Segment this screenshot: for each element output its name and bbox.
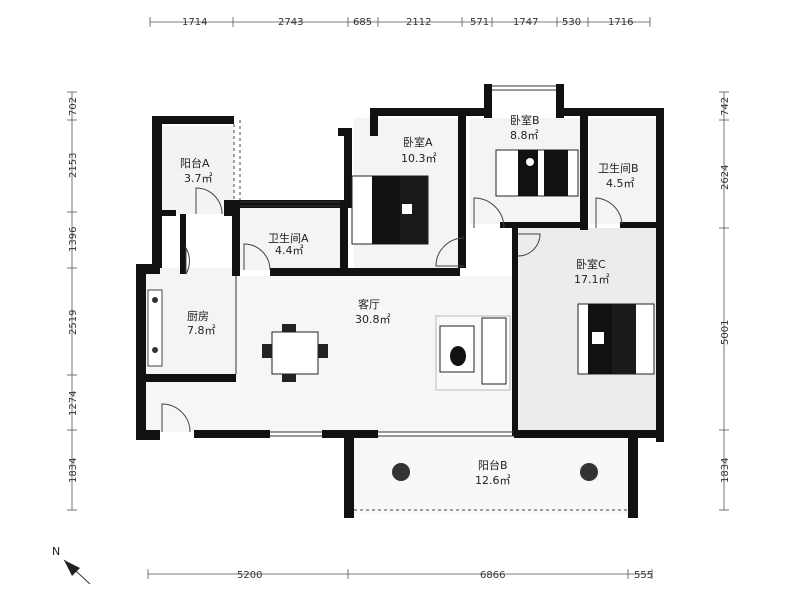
dim-left-4: 2519 [68,310,79,335]
dim-right-2: 2624 [720,165,731,190]
room-label-bath-a: 卫生间A 4.4㎡ [268,231,309,257]
svg-text:阳台B: 阳台B [478,458,508,472]
plant-icon [392,463,598,481]
dim-left-2: 2153 [68,153,79,178]
room-label-living: 客厅 30.8㎡ [355,297,391,326]
svg-text:卫生间B: 卫生间B [598,161,639,175]
svg-text:厨房: 厨房 [187,310,209,323]
svg-text:4.4㎡: 4.4㎡ [275,244,304,257]
svg-text:3.7㎡: 3.7㎡ [184,172,213,185]
svg-text:12.6㎡: 12.6㎡ [475,474,511,487]
room-label-bedroom-a: 卧室A 10.3㎡ [401,135,437,165]
top-dimension-line: 1714 2743 685 2112 571 1747 530 1716 [149,17,651,28]
svg-text:卧室A: 卧室A [403,135,433,149]
svg-text:卧室B: 卧室B [510,113,540,127]
dim-bottom-2: 6866 [480,570,505,581]
dim-bottom-1: 5200 [237,570,262,581]
bed-bedroom-b-icon [495,149,579,197]
room-label-balcony-a: 阳台A 3.7㎡ [180,156,213,185]
compass: N [52,545,91,585]
north-arrow-icon [63,559,91,585]
dim-top-3: 685 [353,17,372,28]
bottom-dimension-line: 5200 6866 555 [147,569,653,581]
dim-left-3: 1396 [68,227,79,252]
dining-table-icon [262,324,328,382]
dim-top-2: 2743 [278,17,303,28]
dim-bottom-3: 555 [634,570,653,581]
dim-top-6: 1747 [513,17,538,28]
svg-text:客厅: 客厅 [358,297,380,311]
room-label-bedroom-b: 卧室B 8.8㎡ [510,113,540,142]
dim-right-1: 742 [720,97,731,116]
left-dimension-line: 702 2153 1396 2519 1274 1834 [67,91,79,511]
walls [136,84,664,518]
dim-left-1: 702 [68,97,79,116]
bed-bedroom-a-icon [351,175,429,245]
svg-text:卫生间A: 卫生间A [268,231,309,245]
bed-bedroom-c-icon [577,303,655,375]
dim-top-7: 530 [562,17,581,28]
room-label-kitchen: 厨房 7.8㎡ [187,310,216,337]
compass-label: N [52,545,60,558]
dim-top-5: 571 [470,17,489,28]
doors [161,187,623,433]
dim-right-3: 5001 [720,320,731,345]
dim-right-4: 1834 [720,458,731,483]
svg-text:10.3㎡: 10.3㎡ [401,152,437,165]
room-label-bedroom-c: 卧室C 17.1㎡ [574,257,610,286]
dim-top-8: 1716 [608,17,633,28]
dim-left-5: 1274 [68,391,79,416]
stove-icon [147,289,163,367]
svg-text:阳台A: 阳台A [180,156,210,170]
svg-text:4.5㎡: 4.5㎡ [606,177,635,190]
svg-text:17.1㎡: 17.1㎡ [574,273,610,286]
svg-text:8.8㎡: 8.8㎡ [510,129,539,142]
room-label-bath-b: 卫生间B 4.5㎡ [598,161,639,190]
dim-top-1: 1714 [182,17,207,28]
dim-top-4: 2112 [406,17,431,28]
svg-text:7.8㎡: 7.8㎡ [187,324,216,337]
dim-left-6: 1834 [68,458,79,483]
room-label-balcony-b: 阳台B 12.6㎡ [475,458,511,487]
svg-text:卧室C: 卧室C [576,257,606,271]
svg-text:30.8㎡: 30.8㎡ [355,313,391,326]
sofa-icon [435,315,511,391]
right-dimension-line: 742 2624 5001 1834 [719,91,731,511]
